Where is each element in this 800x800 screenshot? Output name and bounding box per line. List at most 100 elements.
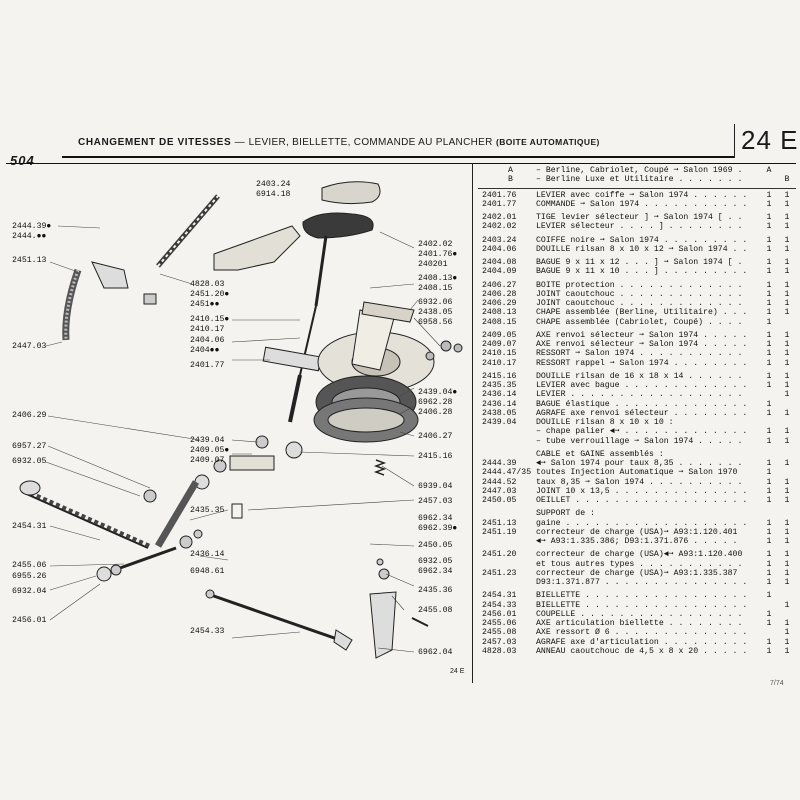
qty-col-a: 1 bbox=[766, 518, 772, 528]
footer-page-ref: 24 E bbox=[450, 668, 465, 675]
callout-6962-04: 6962.04 bbox=[418, 648, 453, 657]
qty-col-a: 1 bbox=[766, 568, 772, 578]
part-ref: 2409.07 bbox=[482, 340, 517, 349]
qty-col-b: 1 bbox=[784, 527, 790, 537]
callout-4828-03: 4828.03 bbox=[190, 280, 225, 289]
part-description: DOUILLE rilsan 8 x 10 x 10 : bbox=[536, 418, 674, 427]
footer-sheet: 7/74 bbox=[770, 680, 784, 687]
callout-6932-05-r: 6932.05 bbox=[418, 557, 453, 566]
qty-col-a: 1 bbox=[766, 349, 772, 359]
qty-col-a: 1 bbox=[766, 213, 772, 222]
callout-6957-27: 6957.27 bbox=[12, 442, 47, 451]
callout-2435-35: 2435.35 bbox=[190, 506, 225, 515]
qty-col-a: 1 bbox=[766, 289, 772, 299]
qty-col-b: 1 bbox=[784, 289, 790, 299]
qty-col-b: 1 bbox=[784, 308, 790, 318]
part-description: BOITE protection . . . . . . . . . . . .… bbox=[536, 280, 748, 290]
part-ref: 2403.24 bbox=[482, 235, 517, 245]
qty-col-b: 1 bbox=[784, 628, 790, 638]
part-ref: 2451.19 bbox=[482, 527, 517, 537]
part-description: BIELLETTE . . . . . . . . . . . . . . . … bbox=[536, 600, 748, 610]
part-description: RESSORT ➞ Salon 1974 . . . . . . . . . .… bbox=[536, 349, 748, 359]
legend-letter: B bbox=[508, 175, 513, 185]
callout-2409-05: 2409.05● bbox=[190, 446, 230, 455]
parts-table: A – Berline, Cabriolet, Coupé ➞ Salon 19… bbox=[478, 166, 796, 656]
part-description: DOUILLE rilsan 8 x 10 x 12 ➞ Salon 1974 … bbox=[536, 244, 748, 254]
table-row: SUPPORT de : bbox=[478, 509, 796, 518]
part-description: LEVIER avec coiffe ➞ Salon 1974 . . . . … bbox=[536, 190, 748, 200]
qty-col-a: 1 bbox=[766, 222, 772, 232]
callout-2455-08: 2455.08 bbox=[418, 606, 453, 615]
qty-col-a: 1 bbox=[766, 486, 772, 496]
qty-col-b: 1 bbox=[784, 199, 790, 209]
part-ref: 2409.05 bbox=[482, 330, 517, 340]
qty-col-b: 1 bbox=[784, 222, 790, 232]
qty-col-b: 1 bbox=[784, 568, 790, 578]
part-ref: 2438.05 bbox=[482, 408, 517, 418]
part-ref: 2454.33 bbox=[482, 600, 517, 610]
page-number: 24 E bbox=[741, 125, 799, 155]
part-description: correcteur de charge (USA)➞ A93:1.335.38… bbox=[536, 568, 738, 578]
part-description: CHAPE assemblée (Cabriolet, Coupé) . . .… bbox=[536, 317, 748, 327]
part-description: LEVIER . . . . . . . . . . . . . . . . .… bbox=[536, 390, 748, 400]
part-ref: 2404.08 bbox=[482, 258, 517, 267]
callout-6962-28: 6962.28 bbox=[418, 398, 453, 407]
qty-col-a: 1 bbox=[766, 317, 772, 327]
qty-col-a: 1 bbox=[766, 408, 772, 418]
table-row: et tous autres types . . . . . . . . . .… bbox=[478, 560, 796, 569]
qty-col-a: 1 bbox=[766, 427, 772, 437]
callout-6914-18: 6914.18 bbox=[256, 190, 291, 199]
part-ref: 2402.01 bbox=[482, 213, 517, 222]
part-ref: 2444.47/35 bbox=[482, 468, 532, 478]
qty-col-a: 1 bbox=[766, 280, 772, 290]
qty-col-b: 1 bbox=[784, 349, 790, 359]
callout-2454-31: 2454.31 bbox=[12, 522, 47, 531]
exploded-diagram: 2444.39● 2444.●● 2451.13 2447.03 2406.29… bbox=[0, 170, 470, 680]
callout-2401-77: 2401.77 bbox=[190, 361, 225, 370]
part-description: AXE renvoi sélecteur ➞ Salon 1974 . . . … bbox=[536, 340, 748, 349]
part-description: taux 8,35 ➞ Salon 1974 . . . . . . . . .… bbox=[536, 477, 748, 487]
callout-2436-14: 2436.14 bbox=[190, 550, 225, 559]
part-description: correcteur de charge (USA)◄➞ A93:1.120.4… bbox=[536, 550, 743, 560]
part-ref: 2447.03 bbox=[482, 486, 517, 496]
part-description: gaine . . . . . . . . . . . . . . . . . … bbox=[536, 518, 748, 528]
qty-col-a: 1 bbox=[766, 436, 772, 446]
legend-letter: A bbox=[508, 166, 513, 175]
callout-2409-07: 2409.07 bbox=[190, 456, 225, 465]
legend-text: – Berline Luxe et Utilitaire . . . . . .… bbox=[536, 175, 748, 185]
qty-col-b: 1 bbox=[784, 408, 790, 418]
part-description: DOUILLE rilsan de 16 x 18 x 14 . . . . .… bbox=[536, 371, 748, 381]
callout-2402-02: 2402.02 bbox=[418, 240, 453, 249]
part-description: LEVIER avec bague . . . . . . . . . . . … bbox=[536, 381, 748, 390]
part-description: BAGUE élastique . . . . . . . . . . . . … bbox=[536, 399, 748, 409]
qty-col-a: 1 bbox=[766, 199, 772, 209]
part-description: JOINT caoutchouc . . . . . . . . . . . .… bbox=[536, 299, 748, 308]
qty-col-b: 1 bbox=[784, 299, 790, 308]
part-ref: 2408.13 bbox=[482, 308, 517, 318]
qty-col-a: 1 bbox=[766, 609, 772, 619]
part-ref: 2406.28 bbox=[482, 289, 517, 299]
qty-col-b: 1 bbox=[784, 646, 790, 656]
part-ref: 2436.14 bbox=[482, 390, 517, 400]
legend-col: A bbox=[766, 166, 772, 175]
qty-col-b: 1 bbox=[784, 559, 790, 569]
part-ref: 2454.31 bbox=[482, 591, 517, 601]
callout-2454-33: 2454.33 bbox=[190, 627, 225, 636]
qty-col-a: 1 bbox=[766, 267, 772, 277]
qty-col-b: 1 bbox=[784, 436, 790, 446]
qty-col-b: 1 bbox=[784, 496, 790, 505]
part-ref: 2439.04 bbox=[482, 418, 517, 427]
diagram-drawing bbox=[19, 181, 463, 659]
